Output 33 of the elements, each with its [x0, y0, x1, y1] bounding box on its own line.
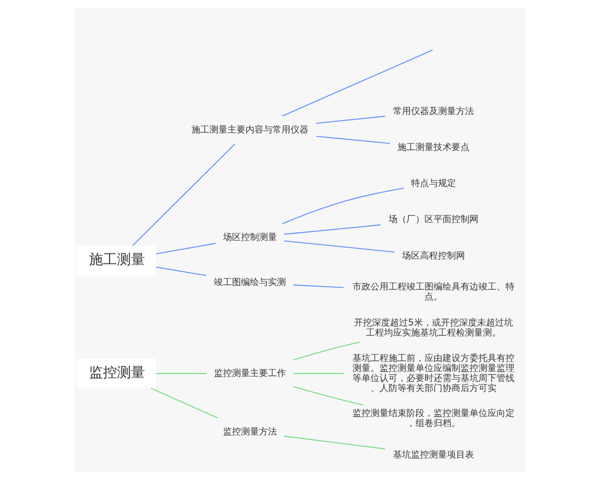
node-text: 基坑监控测量项目表: [392, 449, 474, 460]
connector: [292, 284, 344, 288]
connector: [281, 50, 433, 116]
connector: [155, 373, 206, 374]
connector: [281, 188, 404, 224]
node-text: 竣工图编绘与实测: [213, 277, 286, 288]
connector: [315, 116, 386, 124]
node-text: 监控测量主要工作: [213, 368, 286, 379]
node-text: 常用仪器及测量方法: [392, 106, 474, 117]
node-text: 基坑工程施工前，应由建设方委托具有控测量。监控测量单位应编制监控测量监理等单位认可，必要时还需与基坑周下管线、人防等有关部门协商后方可实: [352, 352, 514, 394]
connector: [155, 266, 206, 276]
connector: [150, 388, 218, 418]
connector: [292, 386, 364, 406]
node-text: 开挖深度超过5米，或开挖深度未超过坑工程均应实施基坑工程检测量测。: [353, 318, 512, 339]
connector: [132, 143, 236, 246]
connector: [283, 436, 386, 450]
connector: [292, 373, 344, 374]
connector: [292, 342, 360, 360]
connector: [315, 136, 390, 144]
node-text: 监控测量结束阶段，监控测量单位应向定，组卷归档。: [352, 408, 514, 430]
node-text: 监控测量方法: [222, 426, 276, 438]
node-text: 特点与规定: [410, 178, 456, 190]
connector: [283, 224, 381, 235]
connector: [283, 240, 394, 253]
node-text: 市政公用工程竣工图编绘具有边竣工、特点。: [352, 281, 514, 302]
node-text: 施工测量主要内容与常用仪器: [190, 124, 308, 136]
node-text: 场区高程控制网: [401, 250, 464, 262]
node-box: 施工测量: [77, 246, 156, 276]
node-text: 场区控制测量: [222, 232, 276, 243]
connector: [155, 242, 216, 254]
node-text: 场（厂）区平面控制网: [388, 214, 478, 226]
node-box: 监控测量: [77, 358, 156, 388]
node-text: 施工测量技术要点: [396, 142, 469, 153]
